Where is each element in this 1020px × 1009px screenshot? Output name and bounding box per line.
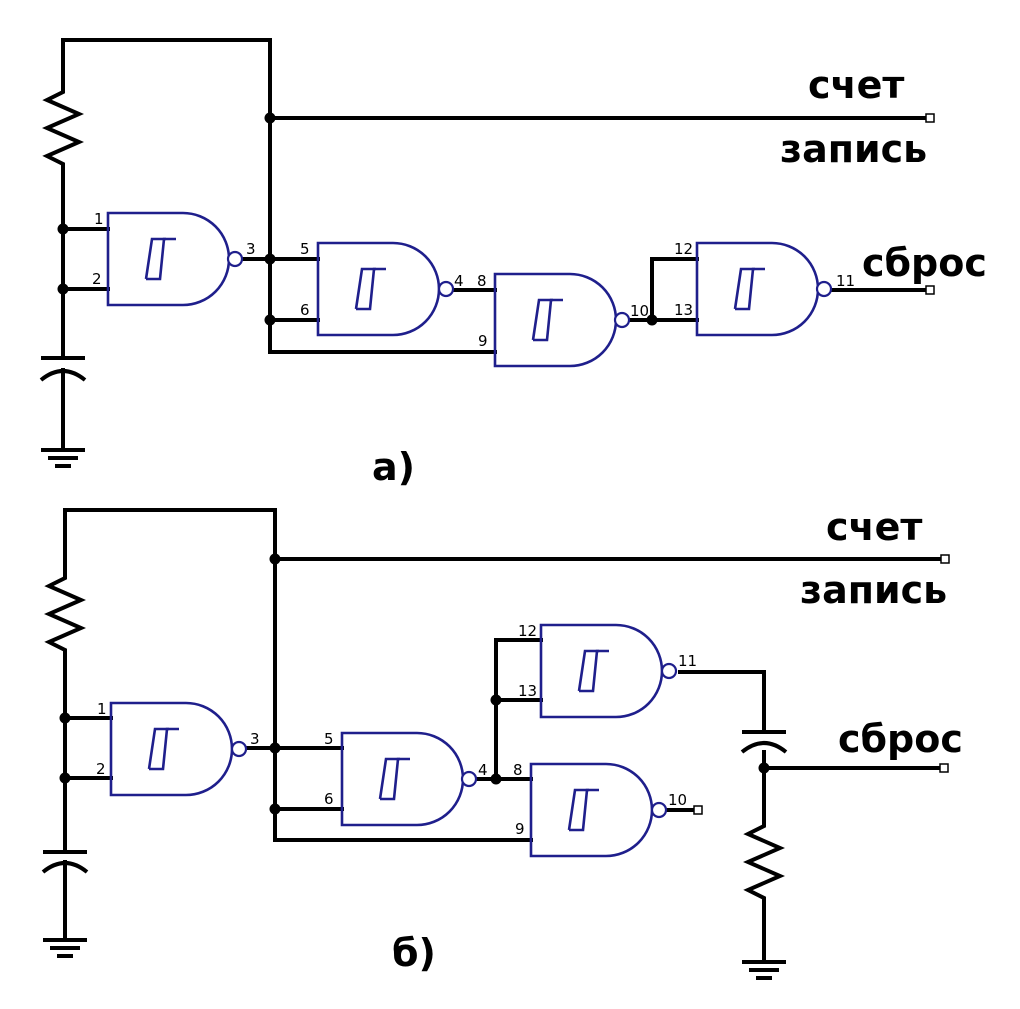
pin-b-9: 9 — [515, 820, 525, 838]
junction-b-7 — [490, 694, 502, 706]
label-b-count: счет — [826, 505, 922, 549]
pin-b-12: 12 — [518, 622, 537, 640]
junction-b-6 — [490, 773, 502, 785]
terminal-b-reset — [939, 763, 949, 773]
terminal-b-count — [940, 554, 950, 564]
pin-b-11: 11 — [678, 652, 697, 670]
junction-b-3 — [59, 772, 71, 784]
junction-b-5 — [269, 803, 281, 815]
pin-a-4: 4 — [454, 272, 464, 290]
label-a-reset: сброс — [862, 241, 987, 285]
junction-a-5 — [264, 314, 276, 326]
pin-a-12: 12 — [674, 240, 693, 258]
wire-a-g4-in12 — [650, 257, 699, 322]
junction-b-4 — [269, 742, 281, 754]
label-a-count: счет — [808, 63, 904, 107]
pin-a-8: 8 — [477, 272, 487, 290]
pin-a-6: 6 — [300, 301, 310, 319]
resistor-a — [42, 80, 84, 175]
pin-a-2: 2 — [92, 270, 102, 288]
wire-b-top-loop — [63, 508, 533, 842]
junction-b-2 — [59, 712, 71, 724]
pin-b-5: 5 — [324, 730, 334, 748]
junction-a-2 — [57, 223, 69, 235]
resistor-b — [44, 570, 86, 660]
nand-gate-a3 — [493, 272, 631, 368]
pin-b-1: 1 — [97, 700, 107, 718]
nand-gate-b1 — [109, 701, 248, 797]
junction-a-6 — [646, 314, 658, 326]
nand-gate-a1 — [106, 211, 244, 307]
label-b-reset: сброс — [838, 717, 963, 761]
pin-a-13: 13 — [674, 301, 693, 319]
pin-a-10: 10 — [630, 302, 649, 320]
wire-a-top-loop — [61, 38, 497, 354]
terminal-a-reset — [925, 285, 935, 295]
junction-b-1 — [269, 553, 281, 565]
nand-gate-a2 — [316, 241, 455, 337]
terminal-b-10 — [693, 805, 703, 815]
pin-b-4: 4 — [478, 761, 488, 779]
pin-b-3: 3 — [250, 730, 260, 748]
pin-b-2: 2 — [96, 760, 106, 778]
pin-a-5: 5 — [300, 240, 310, 258]
label-b-write: запись — [800, 568, 947, 612]
junction-a-1 — [264, 112, 276, 124]
nand-gate-b3 — [539, 623, 678, 719]
capacitor-b2-plate-bottom — [740, 741, 788, 754]
junction-a-3 — [57, 283, 69, 295]
pin-b-6: 6 — [324, 790, 334, 808]
pin-b-13: 13 — [518, 682, 537, 700]
pin-a-11: 11 — [836, 272, 855, 290]
junction-b-8 — [758, 762, 770, 774]
wire-b-g3-out — [678, 670, 766, 734]
label-variant-a: а) — [372, 445, 415, 489]
diagram-a: 1 2 3 5 6 4 8 9 10 12 13 11 счет запись … — [39, 38, 987, 489]
label-a-write: запись — [780, 127, 927, 171]
diagram-b: 1 2 3 5 6 4 8 9 12 13 11 10 счет запись … — [41, 505, 963, 980]
wire-b-branch-up — [494, 638, 543, 781]
label-variant-b: б) — [392, 931, 436, 975]
terminal-a-count — [925, 113, 935, 123]
junction-a-4 — [264, 253, 276, 265]
pin-a-3: 3 — [246, 240, 256, 258]
pin-b-10: 10 — [668, 791, 687, 809]
nand-gate-b4 — [529, 762, 668, 858]
pin-a-1: 1 — [94, 210, 104, 228]
resistor-b2 — [743, 820, 785, 906]
nand-gate-b2 — [340, 731, 478, 827]
nand-gate-a4 — [695, 241, 833, 337]
pin-b-8: 8 — [513, 761, 523, 779]
pin-a-9: 9 — [478, 332, 488, 350]
